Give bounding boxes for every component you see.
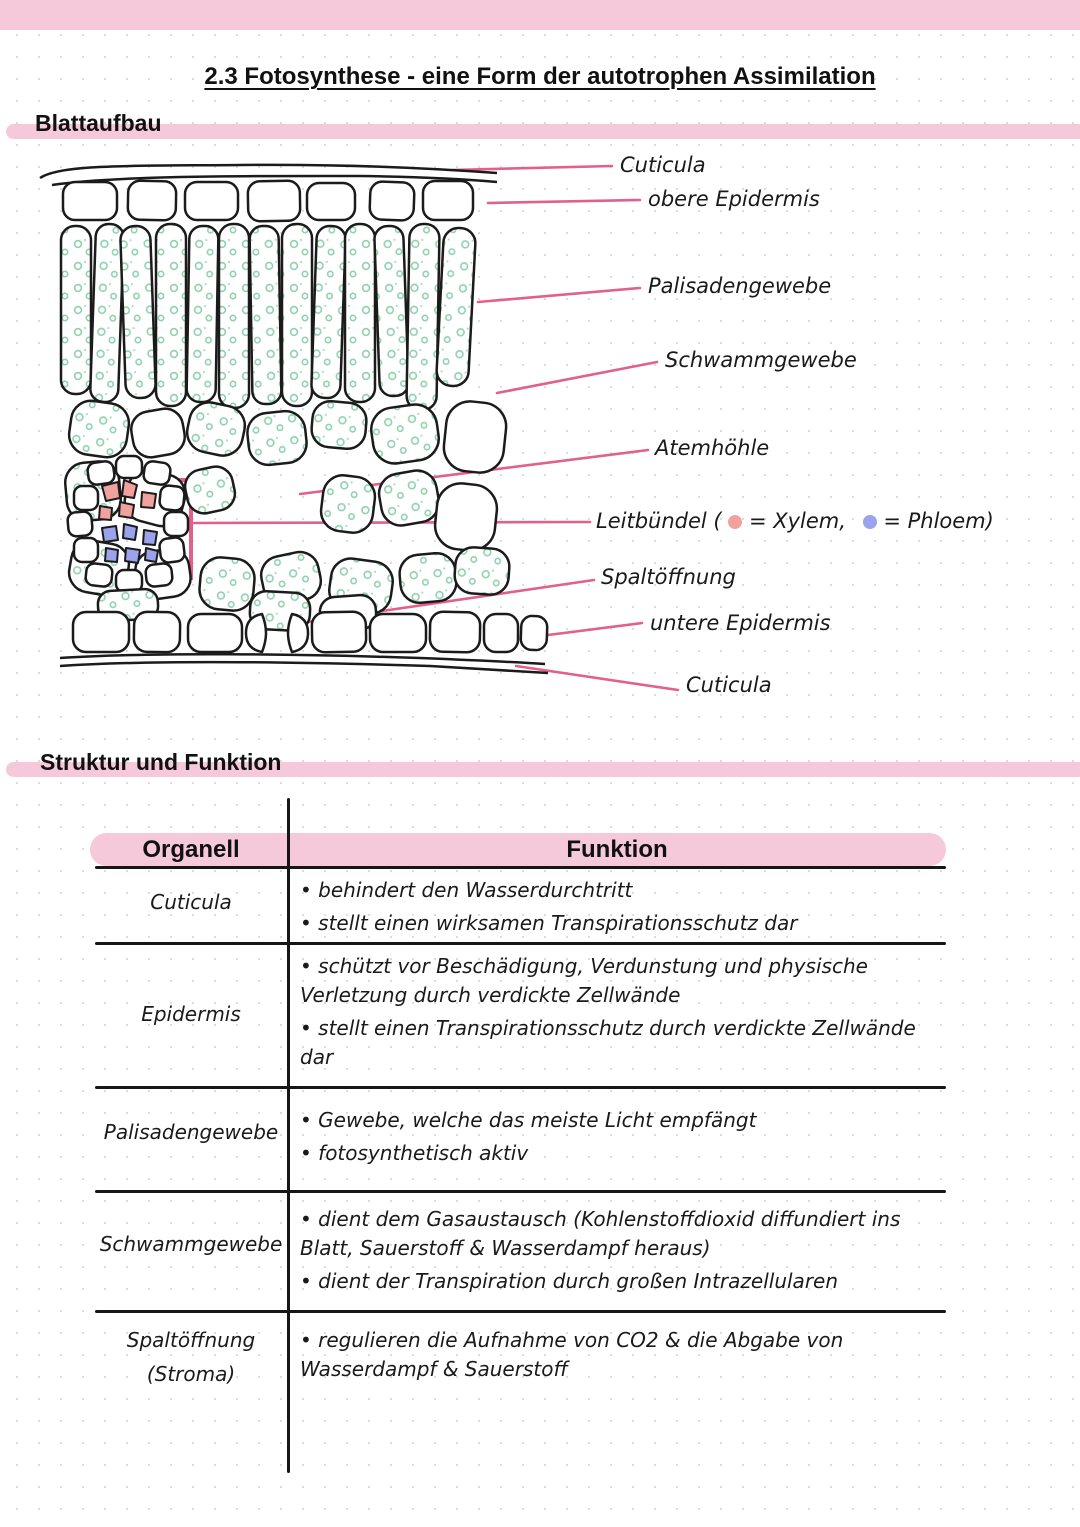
leaf-cross-section-diagram	[39, 163, 680, 692]
label-leitbuendel: Leitbündel ( = Xylem, = Phloem)	[596, 509, 994, 533]
label-atemhoehle: Atemhöhle	[655, 436, 770, 460]
funktion-palisadengewebe: • Gewebe, welche das meiste Licht empfän…	[300, 1106, 920, 1172]
label-cuticula-bottom: Cuticula	[686, 673, 772, 697]
organell-palisadengewebe: Palisadengewebe	[103, 1120, 279, 1144]
organell-cuticula: Cuticula	[150, 890, 232, 914]
leitbuendel-text-phloem: = Phloem)	[883, 509, 994, 533]
organell-schwammgewebe: Schwammgewebe	[99, 1232, 283, 1256]
funktion-schwammgewebe: • dient dem Gasaustausch (Kohlenstoffdio…	[300, 1205, 920, 1300]
table-row-divider-3	[95, 1190, 946, 1193]
table-header-underline	[95, 866, 946, 869]
vascular-bundle	[66, 454, 190, 623]
organell-spaltoeffnung: Spaltöffnung	[126, 1328, 256, 1352]
funktion-bullet: • fotosynthetisch aktiv	[300, 1141, 529, 1165]
title-highlight-band	[0, 0, 1080, 30]
funktion-spaltoeffnung: • regulieren die Aufnahme von CO2 & die …	[300, 1326, 920, 1388]
organell-spaltoeffnung-sub: (Stroma)	[146, 1362, 236, 1386]
stoma-guard-cell-left	[244, 612, 268, 654]
funktion-epidermis: • schützt vor Beschädigung, Verdunstung …	[300, 952, 920, 1076]
leitbuendel-text-prefix: Leitbündel (	[596, 509, 722, 533]
funktion-bullet: • stellt einen Transpirationsschutz durc…	[300, 1016, 916, 1069]
table-row-divider-4	[95, 1310, 946, 1313]
table-row-divider-1	[95, 942, 946, 945]
spongy-cells	[63, 399, 511, 633]
funktion-bullet: • dient dem Gasaustausch (Kohlenstoffdio…	[300, 1207, 901, 1260]
label-untere-epidermis: untere Epidermis	[650, 611, 831, 635]
table-header-organell: Organell	[142, 836, 240, 863]
upper-cuticle	[39, 163, 498, 187]
funktion-bullet: • regulieren die Aufnahme von CO2 & die …	[300, 1328, 844, 1381]
lower-epidermis-cells	[71, 610, 549, 654]
funktion-bullet: • stellt einen wirksamen Transpirationss…	[300, 911, 798, 935]
table-row-divider-2	[95, 1086, 946, 1089]
xylem-legend-dot	[728, 515, 743, 529]
leitbuendel-text-xylem: = Xylem,	[748, 509, 846, 533]
funktion-bullet: • dient der Transpiration durch großen I…	[300, 1269, 839, 1293]
label-spaltoeffnung: Spaltöffnung	[601, 565, 736, 589]
label-cuticula-top: Cuticula	[620, 153, 706, 177]
label-schwammgewebe: Schwammgewebe	[665, 348, 857, 372]
palisade-cells	[59, 222, 477, 412]
struktur-highlight-band	[6, 762, 1080, 777]
organell-epidermis: Epidermis	[141, 1002, 241, 1026]
funktion-bullet: • Gewebe, welche das meiste Licht empfän…	[300, 1108, 757, 1132]
stoma-guard-cell-right	[286, 612, 310, 654]
section-title-struktur: Struktur und Funktion	[40, 749, 282, 775]
table-header-band	[90, 833, 946, 866]
page-title: 2.3 Fotosynthese - eine Form der autotro…	[204, 63, 876, 90]
section-title-blattaufbau: Blattaufbau	[35, 110, 162, 136]
funktion-cuticula: • behindert den Wasserdurchtritt • stell…	[300, 876, 920, 942]
funktion-bullet: • schützt vor Beschädigung, Verdunstung …	[300, 954, 868, 1007]
phloem-legend-dot	[862, 515, 877, 529]
upper-epidermis-cells	[61, 179, 475, 223]
label-palisadengewebe: Palisadengewebe	[648, 274, 832, 298]
funktion-bullet: • behindert den Wasserdurchtritt	[300, 878, 633, 902]
table-header-funktion: Funktion	[566, 836, 668, 863]
label-obere-epidermis: obere Epidermis	[648, 187, 820, 211]
blattaufbau-highlight-band	[6, 124, 1080, 139]
lower-cuticle	[59, 652, 549, 675]
table-column-divider	[287, 798, 290, 1473]
